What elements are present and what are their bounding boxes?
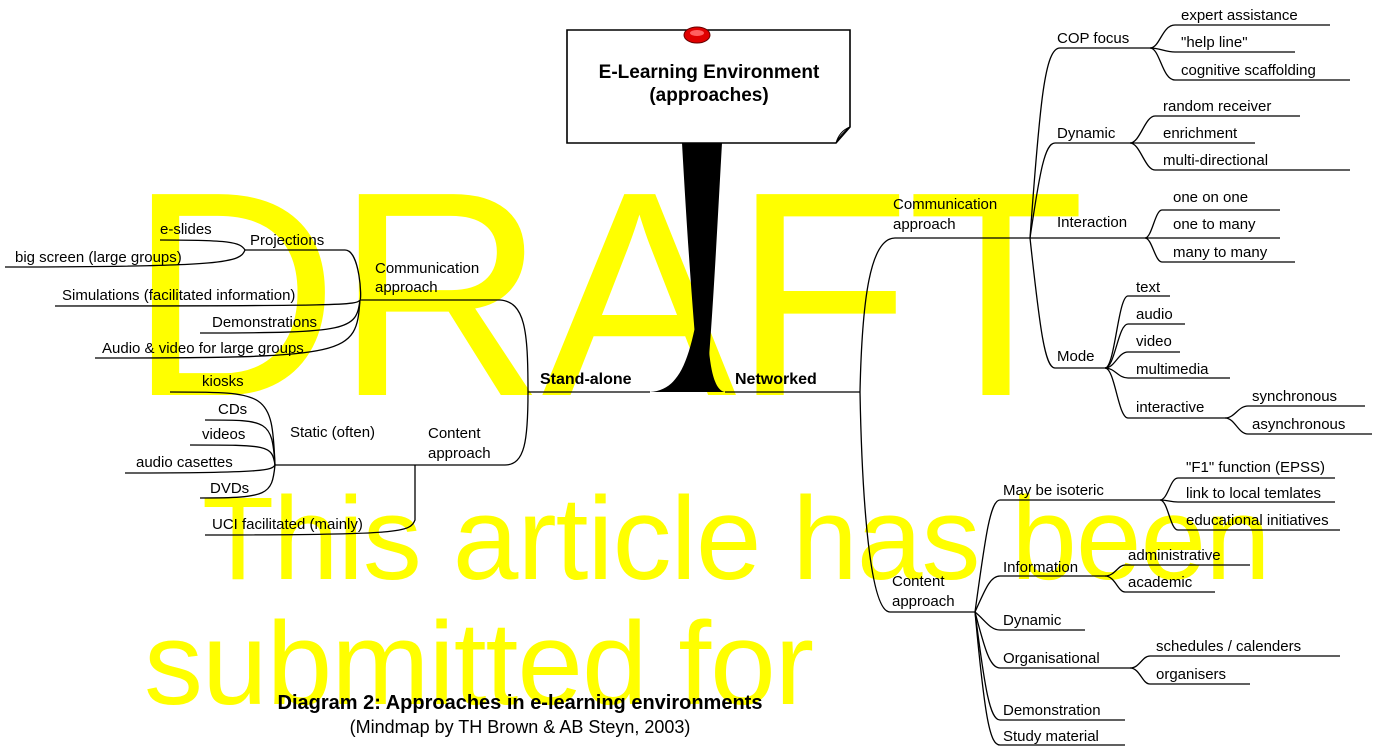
leaf-schedules: schedules / calenders (1156, 638, 1302, 655)
node-isoteric: May be isoteric (1003, 482, 1104, 499)
leaf-simulations: Simulations (facilitated information) (62, 287, 296, 304)
leaf-cognitive-scaffolding: cognitive scaffolding (1181, 62, 1316, 79)
root-line2: (approaches) (649, 85, 769, 106)
leaf-random-receiver: random receiver (1163, 98, 1272, 115)
leaf-synchronous: synchronous (1252, 388, 1338, 405)
caption-subtitle: (Mindmap by TH Brown & AB Steyn, 2003) (349, 717, 691, 737)
leaf-audio: audio (1136, 306, 1173, 323)
leaf-videos: videos (202, 426, 246, 443)
leaf-audio-casettes: audio casettes (136, 454, 233, 471)
leaf-multimedia: multimedia (1136, 361, 1209, 378)
leaf-organisers: organisers (1156, 666, 1227, 683)
node-right-comm-line1: Communication (893, 196, 998, 213)
node-right-content-line2: approach (892, 593, 955, 610)
root-line1: E-Learning Environment (598, 62, 820, 83)
node-stand-alone: Stand-alone (540, 371, 632, 388)
caption-title: Diagram 2: Approaches in e-learning envi… (277, 692, 763, 714)
leaf-audio-video: Audio & video for large groups (102, 340, 304, 357)
node-left-content-line2: approach (428, 445, 491, 462)
node-networked: Networked (735, 371, 817, 388)
leaf-uci: UCI facilitated (mainly) (212, 516, 363, 533)
leaf-many-to-many: many to many (1173, 244, 1268, 261)
node-right-content-line1: Content (892, 573, 945, 590)
node-left-content-line1: Content (428, 425, 481, 442)
leaf-enrichment: enrichment (1163, 125, 1238, 142)
node-mode: Mode (1057, 348, 1095, 365)
leaf-multi-directional: multi-directional (1163, 152, 1269, 169)
node-interactive: interactive (1136, 399, 1205, 416)
leaf-big-screen: big screen (large groups) (15, 249, 182, 266)
node-organisational: Organisational (1003, 650, 1100, 667)
node-projections: Projections (250, 232, 325, 249)
node-right-comm-line2: approach (893, 216, 956, 233)
node-left-comm-line2: approach (375, 279, 438, 296)
leaf-expert-assistance: expert assistance (1181, 7, 1298, 24)
leaf-administrative: administrative (1128, 547, 1221, 564)
leaf-asynchronous: asynchronous (1252, 416, 1346, 433)
leaf-text: text (1136, 279, 1161, 296)
leaf-local-temlates: link to local temlates (1186, 485, 1322, 502)
leaf-kiosks: kiosks (202, 373, 244, 390)
leaf-f1-function: "F1" function (EPSS) (1186, 459, 1326, 476)
leaf-academic: academic (1128, 574, 1193, 591)
leaf-cds: CDs (218, 401, 248, 418)
leaf-video: video (1136, 333, 1172, 350)
root-node: E-Learning Environment (approaches) (567, 28, 851, 144)
node-static: Static (often) (290, 424, 376, 441)
node-interaction: Interaction (1057, 214, 1128, 231)
node-information: Information (1003, 559, 1079, 576)
node-study-material: Study material (1003, 728, 1099, 745)
node-demonstration: Demonstration (1003, 702, 1101, 719)
leaf-dvds: DVDs (210, 480, 250, 497)
node-left-comm-line1: Communication (375, 260, 480, 277)
watermark-draft: DRAFT (128, 131, 1085, 457)
node-cop-focus: COP focus (1057, 30, 1130, 47)
leaf-e-slides: e-slides (160, 221, 212, 238)
node-dynamic-content: Dynamic (1003, 612, 1062, 629)
leaf-educational-initiatives: educational initiatives (1186, 512, 1329, 529)
leaf-demonstrations: Demonstrations (212, 314, 318, 331)
leaf-help-line: "help line" (1181, 34, 1248, 51)
leaf-one-to-many: one to many (1173, 216, 1256, 233)
watermark-line3: submitted for (144, 598, 814, 730)
leaf-one-on-one: one on one (1173, 189, 1249, 206)
node-dynamic-comm: Dynamic (1057, 125, 1116, 142)
